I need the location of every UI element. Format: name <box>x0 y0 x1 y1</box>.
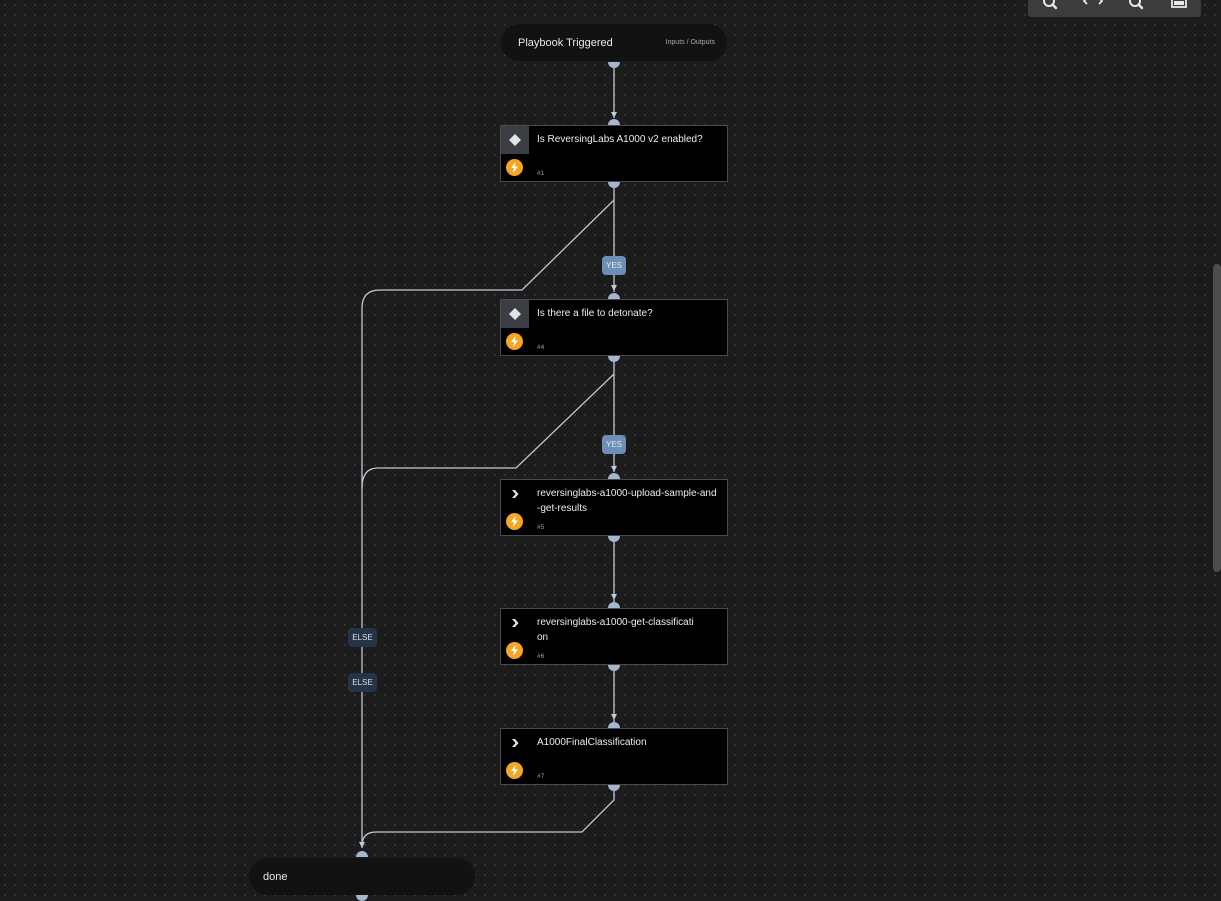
edge-task7-to-done <box>361 786 615 847</box>
edge-task4-else-to-done <box>361 373 615 489</box>
port-task6-in <box>608 602 620 608</box>
yes-label: YES <box>602 256 626 275</box>
task-number: #6 <box>537 653 545 660</box>
task-node[interactable]: Is there a file to detonate? #4 <box>500 299 728 356</box>
task-title: A1000FinalClassification <box>537 737 647 748</box>
chevron-right-icon <box>501 609 529 637</box>
port-start-out <box>608 62 620 68</box>
edge-task1-else-to-done <box>361 199 615 848</box>
task-number: #5 <box>537 524 545 531</box>
task-title: Is there a file to detonate? <box>537 308 653 319</box>
playbook-triggered-node[interactable]: Playbook Triggered Inputs / Outputs <box>501 24 727 61</box>
automation-bolt-icon <box>506 159 523 176</box>
task-title: reversinglabs-a1000-upload-sample-and-ge… <box>537 488 717 514</box>
task-node[interactable]: A1000FinalClassification #7 <box>500 728 728 785</box>
port-task4-out <box>608 356 620 362</box>
condition-icon <box>501 126 529 154</box>
chevron-right-icon <box>501 480 529 508</box>
automation-bolt-icon <box>506 642 523 659</box>
vertical-scrollbar[interactable] <box>1213 264 1221 572</box>
task-number: #7 <box>537 773 545 780</box>
port-done-out <box>356 895 368 901</box>
task-number: #1 <box>537 170 545 177</box>
done-node[interactable]: done <box>249 858 475 895</box>
port-task1-out <box>608 182 620 188</box>
done-node-title: done <box>263 870 288 883</box>
task-number: #4 <box>537 344 545 351</box>
port-task6-out <box>608 665 620 671</box>
port-task7-in <box>608 722 620 728</box>
chevron-right-icon <box>501 729 529 757</box>
port-task5-out <box>608 536 620 542</box>
condition-icon <box>501 300 529 328</box>
canvas-toolbar <box>1028 0 1201 17</box>
yes-label: YES <box>602 435 626 454</box>
port-task7-out <box>608 785 620 791</box>
screenshot-icon[interactable] <box>1167 0 1191 11</box>
start-node-title: Playbook Triggered <box>518 36 613 49</box>
zoom-in-icon[interactable] <box>1038 0 1062 11</box>
fit-to-screen-icon[interactable] <box>1081 0 1105 11</box>
automation-bolt-icon <box>506 762 523 779</box>
else-label: ELSE <box>348 628 377 647</box>
task-title: reversinglabs-a1000-get-classification <box>537 617 694 643</box>
port-done-in <box>356 851 368 857</box>
task-node[interactable]: Is ReversingLabs A1000 v2 enabled? #1 <box>500 125 728 182</box>
task-node[interactable]: reversinglabs-a1000-get-classification #… <box>500 608 728 665</box>
automation-bolt-icon <box>506 333 523 350</box>
task-title: Is ReversingLabs A1000 v2 enabled? <box>537 134 703 145</box>
port-task1-in <box>608 119 620 125</box>
port-task5-in <box>608 473 620 479</box>
task-node[interactable]: reversinglabs-a1000-upload-sample-and-ge… <box>500 479 728 536</box>
inputs-outputs-link[interactable]: Inputs / Outputs <box>665 39 715 46</box>
automation-bolt-icon <box>506 513 523 530</box>
port-task4-in <box>608 293 620 299</box>
zoom-out-icon[interactable] <box>1124 0 1148 11</box>
else-label: ELSE <box>348 673 377 692</box>
